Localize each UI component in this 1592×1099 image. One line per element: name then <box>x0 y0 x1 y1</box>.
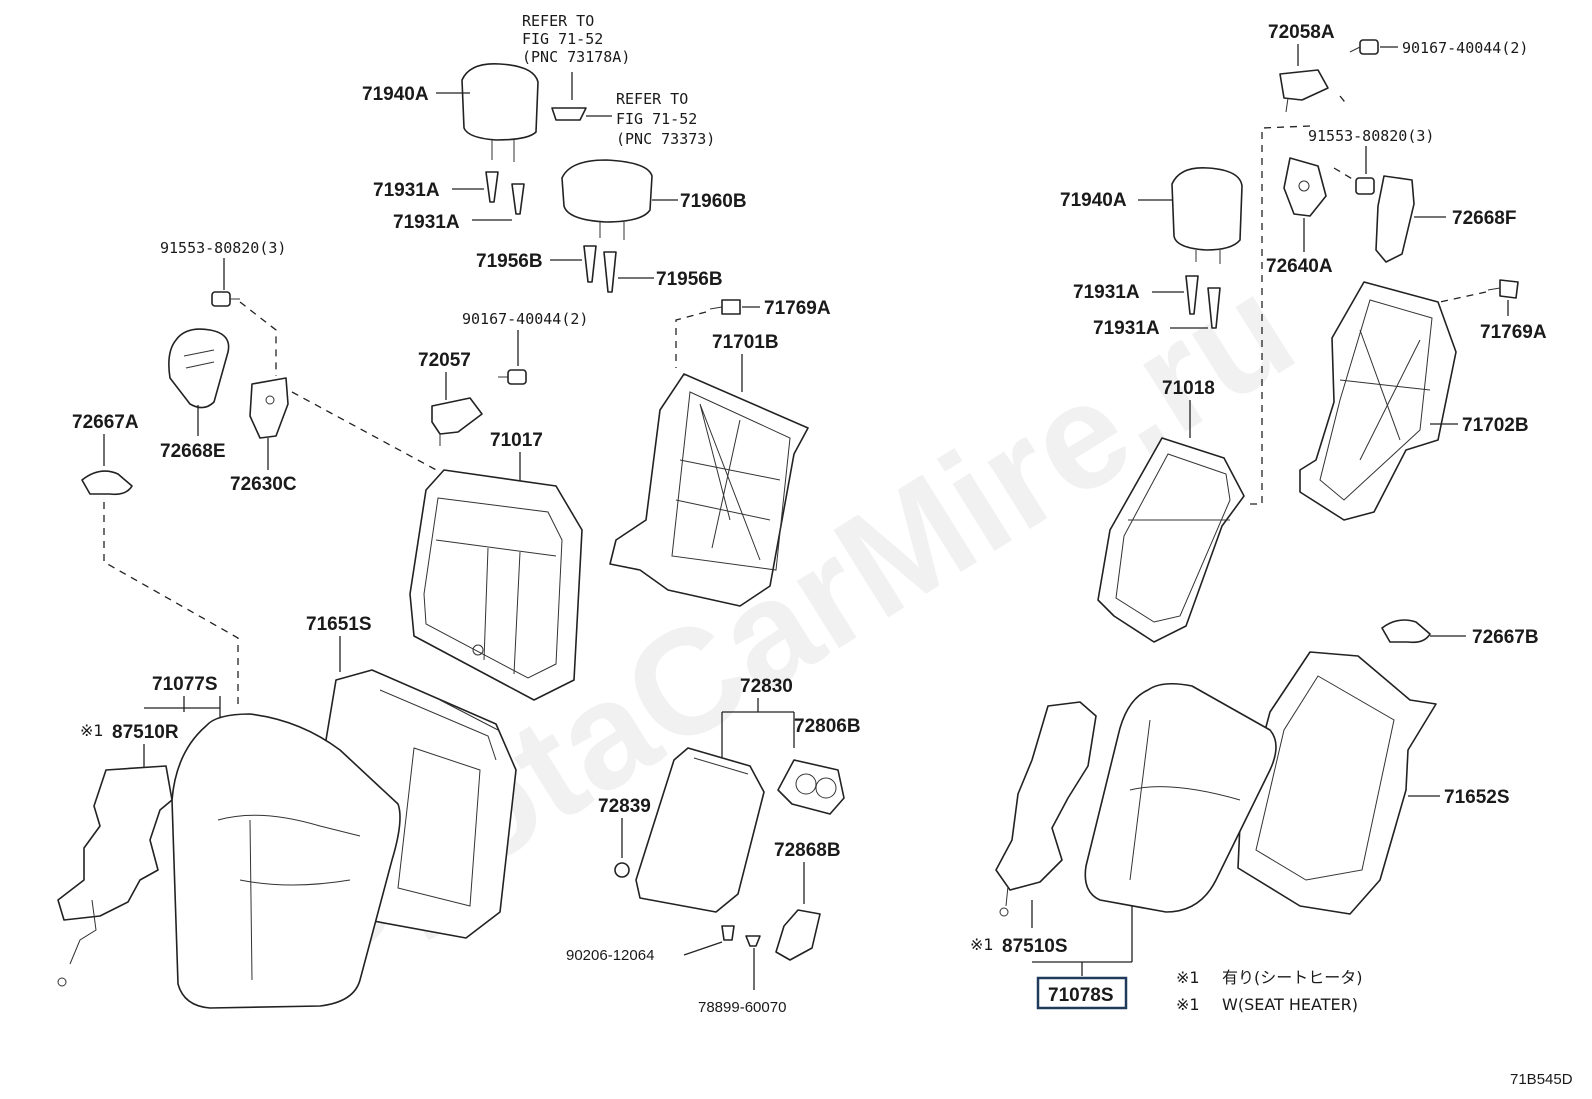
clip-72667A <box>81 470 133 496</box>
ref2-line1: REFER TO <box>616 90 688 108</box>
label-71931A-3: 71931A <box>1073 282 1140 303</box>
note2-text: W(SEAT HEATER) <box>1222 995 1358 1014</box>
label-72058A: 72058A <box>1268 22 1335 43</box>
label-90206: 90206-12064 <box>566 947 654 964</box>
star1-right: ※1 <box>970 935 994 954</box>
note1-mark: ※1 <box>1176 968 1200 987</box>
pad-71652S <box>1237 651 1437 915</box>
label-71956B-2: 71956B <box>656 269 723 290</box>
label-72830: 72830 <box>740 676 793 697</box>
star1-left: ※1 <box>80 721 104 740</box>
note1-text: 有り(シートヒータ) <box>1222 968 1363 987</box>
bolt-91553-right <box>1355 177 1375 195</box>
label-78899: 78899-60070 <box>698 999 786 1016</box>
label-72839: 72839 <box>598 796 651 817</box>
bolt-91553-left <box>211 291 240 307</box>
label-72668E: 72668E <box>160 441 226 462</box>
label-71651S: 71651S <box>306 614 372 635</box>
note2-mark: ※1 <box>1176 995 1200 1014</box>
cover-72868B <box>775 909 821 961</box>
label-71702B: 71702B <box>1462 415 1529 436</box>
label-71931A-4: 71931A <box>1093 318 1160 339</box>
ref1-line1: REFER TO <box>522 12 594 30</box>
guide-71931A-pair-right <box>1185 275 1221 329</box>
clip-90206 <box>721 925 735 941</box>
label-72640A: 72640A <box>1266 256 1333 277</box>
cover-72668E <box>168 328 230 409</box>
clip-73178A <box>551 107 587 121</box>
heater-87510S <box>995 701 1097 917</box>
label-71769A-right: 71769A <box>1480 322 1547 343</box>
box-71078S <box>1036 976 1128 1010</box>
label-72868B: 72868B <box>774 840 841 861</box>
label-72668F: 72668F <box>1452 208 1516 229</box>
refer-note-2: REFER TO FIG 71-52 (PNC 73373) <box>616 90 715 148</box>
headrest-71940A-left <box>461 63 539 162</box>
diagram-code: 71B545D <box>1510 1071 1573 1088</box>
ref1-line3: (PNC 73178A) <box>522 48 630 66</box>
label-72057: 72057 <box>418 350 471 371</box>
label-71077S: 71077S <box>152 674 218 695</box>
armrest-72830 <box>635 747 765 913</box>
clip-71769A-left <box>709 299 741 315</box>
board-71701B <box>609 373 809 607</box>
label-71078S: 71078S <box>1048 985 1114 1006</box>
clip-71769A-right <box>1487 279 1519 299</box>
frame-71017 <box>409 469 583 701</box>
label-71017: 71017 <box>490 430 543 451</box>
cover-72668F <box>1375 175 1415 263</box>
label-91553-left: 91553-80820(3) <box>160 239 286 257</box>
bracket-72058A <box>1279 69 1329 113</box>
label-72667A: 72667A <box>72 412 139 433</box>
label-90167-left: 90167-40044(2) <box>462 310 588 328</box>
label-71652S: 71652S <box>1444 787 1510 808</box>
heater-87510R <box>57 765 173 987</box>
label-71960B: 71960B <box>680 191 747 212</box>
ref2-line2: FIG 71-52 <box>616 110 697 128</box>
board-71702B <box>1299 281 1457 521</box>
label-90167-right: 90167-40044(2) <box>1402 39 1528 57</box>
guide-71956B-pair <box>583 245 617 293</box>
bolt-90167-right <box>1349 39 1379 55</box>
label-72806B: 72806B <box>794 716 861 737</box>
label-91553-right: 91553-80820(3) <box>1308 127 1434 145</box>
clip-78899 <box>745 935 761 947</box>
label-71931A-1: 71931A <box>373 180 440 201</box>
headrest-71940A-right <box>1171 167 1243 264</box>
label-71940A-right: 71940A <box>1060 190 1127 211</box>
cover-71078S <box>1084 682 1277 913</box>
cupholder-72806B <box>777 759 845 815</box>
bracket-72057 <box>431 397 483 446</box>
frame-71018 <box>1097 437 1245 643</box>
bolt-90167-left <box>498 369 527 385</box>
headrest-71960B <box>561 159 653 240</box>
label-71956B-1: 71956B <box>476 251 543 272</box>
label-87510S: 87510S <box>1002 936 1068 957</box>
label-71931A-2: 71931A <box>393 212 460 233</box>
guide-71931A-pair-left <box>485 171 525 215</box>
hinge-72630C <box>249 377 289 439</box>
label-72630C: 72630C <box>230 474 297 495</box>
hinge-72640A <box>1283 157 1327 217</box>
nut-72839 <box>614 862 630 878</box>
label-87510R: 87510R <box>112 722 179 743</box>
label-71940A-left: 71940A <box>362 84 429 105</box>
ref2-line3: (PNC 73373) <box>616 130 715 148</box>
clip-72667B <box>1381 619 1431 644</box>
cover-71077S <box>171 713 401 1009</box>
refer-note-1: REFER TO FIG 71-52 (PNC 73178A) <box>522 12 630 66</box>
label-71769A-left: 71769A <box>764 298 831 319</box>
ref1-line2: FIG 71-52 <box>522 30 603 48</box>
label-71701B: 71701B <box>712 332 779 353</box>
label-71018: 71018 <box>1162 378 1215 399</box>
label-72667B: 72667B <box>1472 627 1539 648</box>
